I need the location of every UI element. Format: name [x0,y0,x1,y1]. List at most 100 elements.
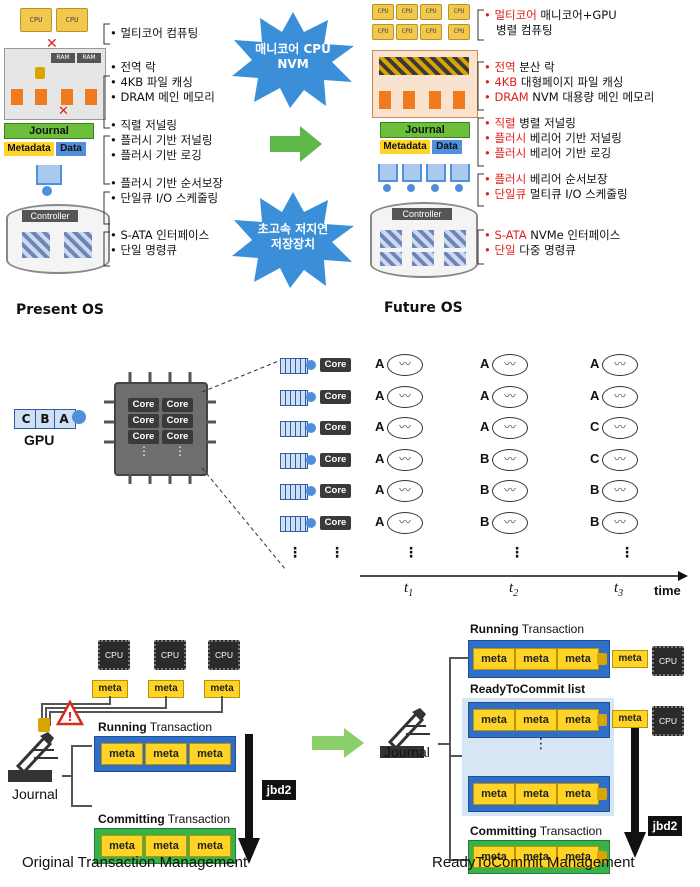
task-letter: A [480,356,490,371]
page-block [379,91,391,109]
vdots: ⋮ [510,545,524,561]
ready-bar: meta meta meta [468,702,610,738]
lock-icon [38,718,50,732]
thread-icon: 〰 [387,354,423,376]
t3-label: t3 [614,580,624,599]
core-label: Core [320,390,351,404]
future-bullet-group: • S-ATA NVMe 인터페이스 • 단일 다중 명령큐 [484,228,621,257]
data-box: Data [56,142,86,156]
queue-dot [306,392,316,402]
future-bullet-group: • 멀티코어 매니코어+GPU 병렬 컴퓨팅 [484,8,617,37]
thread-icon: 〰 [387,386,423,408]
gpu-label: GPU [24,432,55,448]
page-block [85,89,97,105]
vdots: ⋮ [288,545,302,561]
core-queue [280,358,308,374]
cpu-chip-icon: CPU [56,8,88,32]
queue-item: B [36,410,55,428]
page-block [453,91,465,109]
thread-icon: 〰 [387,449,423,471]
future-bullet-group: • 플러시 베리어 순서보장 • 단일큐 멀티큐 I/O 스케줄링 [484,172,628,201]
core-label: Core [320,484,351,498]
page-block [11,89,23,105]
vdots: ⋮ [330,545,344,561]
task-letter: B [590,482,600,497]
task-letter: A [590,356,600,371]
flash-chip [64,232,92,258]
thread-icon: 〰 [492,417,528,439]
thread-icon: 〰 [492,354,528,376]
task-letter: A [375,514,385,529]
bracket-lines [103,23,110,267]
page-block [61,89,73,105]
task-letter: B [480,482,490,497]
journal-brackets [62,745,92,807]
running-transaction-title: Running Transaction [98,720,213,734]
vdots: ⋮ [620,545,634,561]
thread-icon: 〰 [387,512,423,534]
bracket-lines [477,9,484,265]
readytocommit-caption: ReadyToCommit Management [432,854,635,871]
core-queue [280,484,308,500]
journal-label: Journal [12,786,58,802]
thread-icon: 〰 [602,386,638,408]
cross-icon: ✕ [46,36,58,52]
journal-icon [380,708,430,758]
thread-icon: 〰 [602,449,638,471]
down-arrow-icon [238,734,260,864]
thread-icon: 〰 [602,417,638,439]
original-caption: Original Transaction Management [22,854,248,871]
storage-device: Controller [6,204,110,274]
task-letter: A [480,388,490,403]
cpu-chip-icon: CPU [20,8,52,32]
arrow-right-icon [270,126,322,162]
task-letter: C [590,419,600,434]
burst-shape-top [232,12,354,108]
future-journal-box: Journal [380,122,470,138]
page-block [429,91,441,109]
thread-icon: 〰 [602,354,638,376]
running-transaction-title-right: Running Transaction [470,622,585,636]
thread-icon: 〰 [492,449,528,471]
lock-icon [597,851,607,863]
task-letter: A [375,388,385,403]
task-letter: A [375,356,385,371]
task-letter: C [590,451,600,466]
queue-item: C [17,410,36,428]
queue-dot [306,518,316,528]
cross-icon: ✕ [58,104,69,119]
readytocommit-title: ReadyToCommit list [470,682,586,696]
thread-icon: 〰 [492,480,528,502]
queue-dot [306,360,316,370]
core-label: Core [320,453,351,467]
cpu-icon: CPU [652,706,684,736]
journal-box: Journal [4,123,94,139]
queue-dot [72,410,86,424]
thread-icon: 〰 [602,480,638,502]
time-axis [360,571,688,581]
metadata-box: Metadata [4,142,54,156]
future-metadata-box: Metadata [380,140,430,154]
gpu-queue: C B A [14,409,76,429]
meta-block: meta [612,650,648,668]
queue-dot [306,455,316,465]
thread-icon: 〰 [492,512,528,534]
future-bullet-group: • 전역 분산 락 • 4KB 대형페이지 파일 캐싱 • DRAM NVM 대… [484,60,655,104]
present-bullet-group: • 직렬 저널링 • 플러시 기반 저널링 • 플러시 기반 로깅 [110,118,213,162]
committing-transaction-title: Committing Transaction [98,812,231,826]
queue-dot [42,186,52,196]
flash-chip [22,232,50,258]
vdots: ⋮ [404,545,418,561]
future-memory-panel [372,50,478,118]
journal-icon [8,732,58,782]
queue-dot [306,486,316,496]
task-letter: A [375,451,385,466]
lock-band [379,57,469,75]
queue-dot [306,423,316,433]
core-queue [280,390,308,406]
present-bullet-group: • S-ATA 인터페이스 • 단일 명령큐 [110,228,210,257]
running-transaction-bar-right: meta meta meta [468,640,610,678]
ram-chip: RAM [51,53,75,63]
